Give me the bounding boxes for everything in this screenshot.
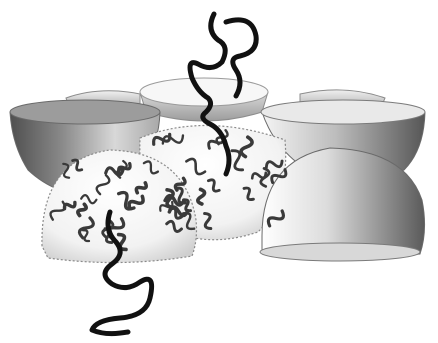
shell-left-rim (10, 100, 160, 124)
shell-right-rim (261, 100, 425, 124)
